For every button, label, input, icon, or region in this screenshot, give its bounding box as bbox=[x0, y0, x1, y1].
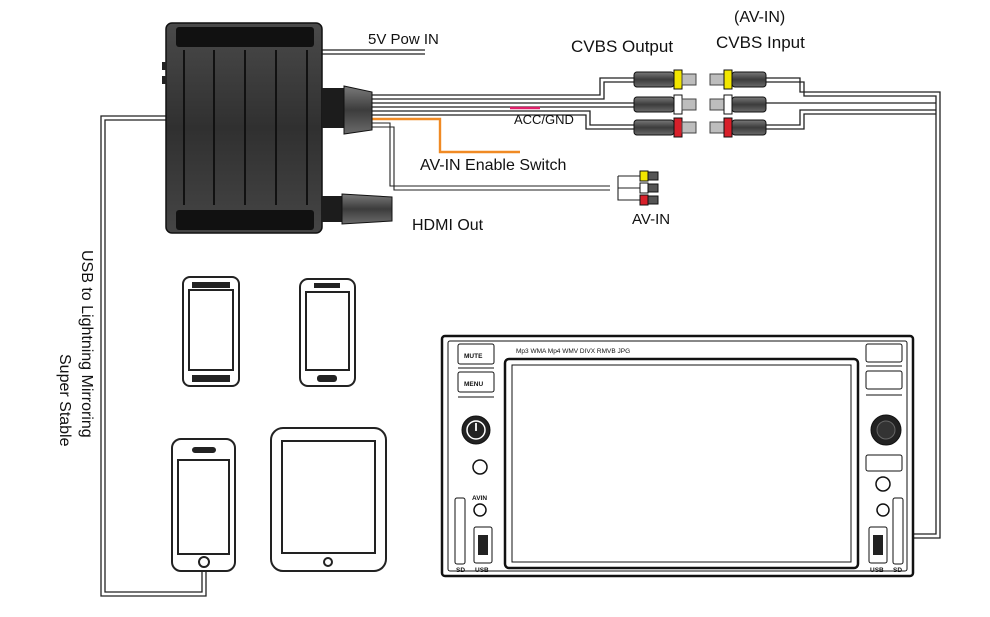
cvbs-output-plugs bbox=[633, 69, 697, 138]
power-cable bbox=[320, 49, 425, 55]
cvbs-input-plugs bbox=[709, 69, 767, 138]
usb-port-right-icon[interactable] bbox=[868, 526, 888, 564]
knob-icon[interactable] bbox=[870, 414, 902, 446]
cvbs-output-label: CVBS Output bbox=[571, 37, 673, 56]
usb-left-label: USB bbox=[475, 567, 489, 574]
phone-3-icon bbox=[171, 438, 236, 572]
av-in-plugs bbox=[639, 170, 659, 206]
av-in-top-label: (AV-IN) bbox=[734, 9, 785, 26]
super-stable-label: Super Stable bbox=[56, 354, 73, 447]
cvbs-input-cable bbox=[765, 77, 941, 539]
harness-plug bbox=[322, 85, 373, 135]
usb-lightning-label: USB to Lightning Mirroring bbox=[78, 250, 95, 438]
usb-right-label: USB bbox=[870, 567, 884, 574]
tablet-icon bbox=[270, 427, 387, 572]
phone-1-icon bbox=[182, 276, 240, 387]
acc-gnd-label: ACC/GND bbox=[514, 112, 574, 127]
converter-box bbox=[162, 22, 323, 234]
hdmi-out-label: HDMI Out bbox=[412, 217, 484, 234]
menu-button[interactable]: MENU bbox=[464, 381, 483, 388]
sd-left-label: SD bbox=[456, 567, 465, 574]
av-in-label: AV-IN bbox=[632, 211, 670, 228]
cvbs-input-label: CVBS Input bbox=[716, 33, 805, 52]
av-in-enable-label: AV-IN Enable Switch bbox=[420, 157, 566, 174]
av-in-cable bbox=[372, 122, 640, 201]
head-unit bbox=[440, 334, 915, 578]
usb-port-icon[interactable] bbox=[473, 526, 493, 564]
usb-lightning-cable bbox=[100, 115, 207, 597]
hdmi-plug bbox=[322, 193, 393, 225]
av-in-enable-wire bbox=[372, 117, 520, 154]
mute-button[interactable]: MUTE bbox=[464, 353, 483, 360]
phone-2-icon bbox=[299, 278, 356, 387]
avin-label: AVIN bbox=[472, 495, 487, 502]
harness-cables bbox=[372, 77, 635, 130]
sd-right-label: SD bbox=[893, 567, 902, 574]
formats-label: Mp3 WMA Mp4 WMV DIVX RMVB JPG bbox=[516, 348, 630, 355]
power-icon[interactable] bbox=[461, 415, 491, 445]
pow-in-label: 5V Pow IN bbox=[368, 31, 439, 48]
